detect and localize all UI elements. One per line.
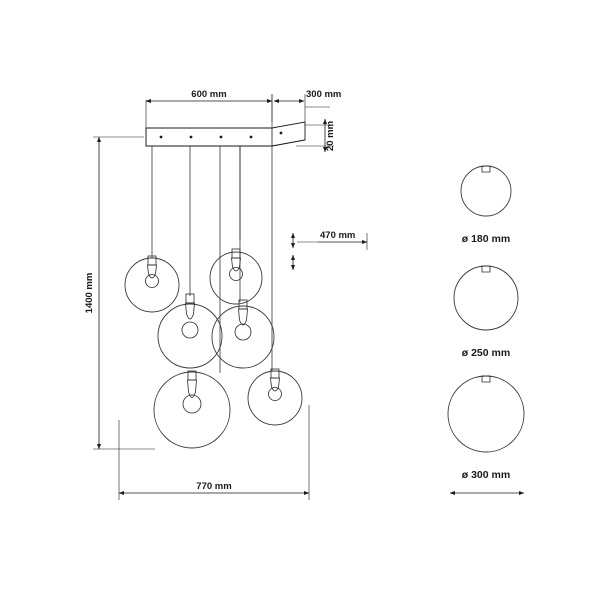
- globe-180-b: [209, 251, 263, 305]
- globe-250-b: [211, 305, 275, 369]
- legend-item-250: ø 250 mm: [453, 265, 519, 359]
- legend-label-300: ø 300 mm: [462, 469, 510, 481]
- globe-cluster: [124, 251, 303, 449]
- suspension-cables: [151, 146, 273, 373]
- dimension-canopy-length: 600 mm: [145, 89, 273, 128]
- legend-label-180: ø 180 mm: [462, 233, 510, 245]
- globe-180-c: [247, 370, 303, 426]
- bulbs: [145, 248, 282, 414]
- canopy-plate: [145, 121, 306, 147]
- legend-label-250: ø 250 mm: [462, 347, 510, 359]
- globe-legend: ø 180 mm ø 250 mm ø 300 mm: [447, 165, 525, 495]
- dimension-adjustable-drop: 470 mm: [291, 230, 368, 271]
- legend-item-300: ø 300 mm: [447, 375, 525, 481]
- dimension-total-width: 770 mm: [118, 405, 310, 500]
- label-canopy-height: 20 mm: [325, 121, 336, 151]
- label-adjustable-drop: 470 mm: [320, 230, 355, 241]
- globe-300: [153, 371, 231, 449]
- globe-250-a: [157, 303, 223, 369]
- label-canopy-length: 600 mm: [191, 89, 226, 100]
- canopy-mount-points: [159, 131, 283, 139]
- dimension-canopy-width: 300 mm: [271, 89, 341, 122]
- label-total-height: 1400 mm: [84, 273, 95, 314]
- dimension-total-height: 1400 mm: [84, 136, 155, 450]
- globe-180-a: [124, 257, 180, 313]
- label-canopy-width: 300 mm: [306, 89, 341, 100]
- label-total-width: 770 mm: [196, 481, 231, 492]
- legend-item-180: ø 180 mm: [460, 165, 512, 245]
